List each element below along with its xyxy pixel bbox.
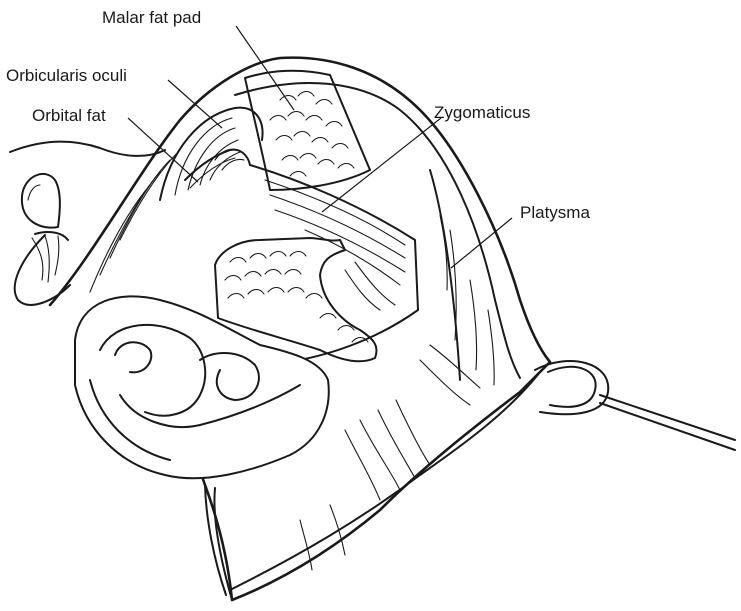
retracted-skin-flap <box>15 174 70 305</box>
label-zygomaticus: Zygomaticus <box>434 103 530 123</box>
ear <box>75 296 329 478</box>
leader-orbital-fat <box>128 118 198 182</box>
brow-contour <box>10 142 165 156</box>
label-platysma: Platysma <box>520 203 590 223</box>
leader-platysma <box>451 218 512 268</box>
zygomaticus-muscle <box>205 165 418 360</box>
retractor-instrument <box>535 361 735 450</box>
leader-zygomaticus <box>322 118 441 212</box>
leader-lines <box>128 26 512 268</box>
label-orbital-fat: Orbital fat <box>32 106 106 126</box>
label-malar-fat-pad: Malar fat pad <box>102 8 201 28</box>
orbicularis-oculi-muscle <box>90 108 263 292</box>
label-orbicularis-oculi: Orbicularis oculi <box>6 66 127 86</box>
